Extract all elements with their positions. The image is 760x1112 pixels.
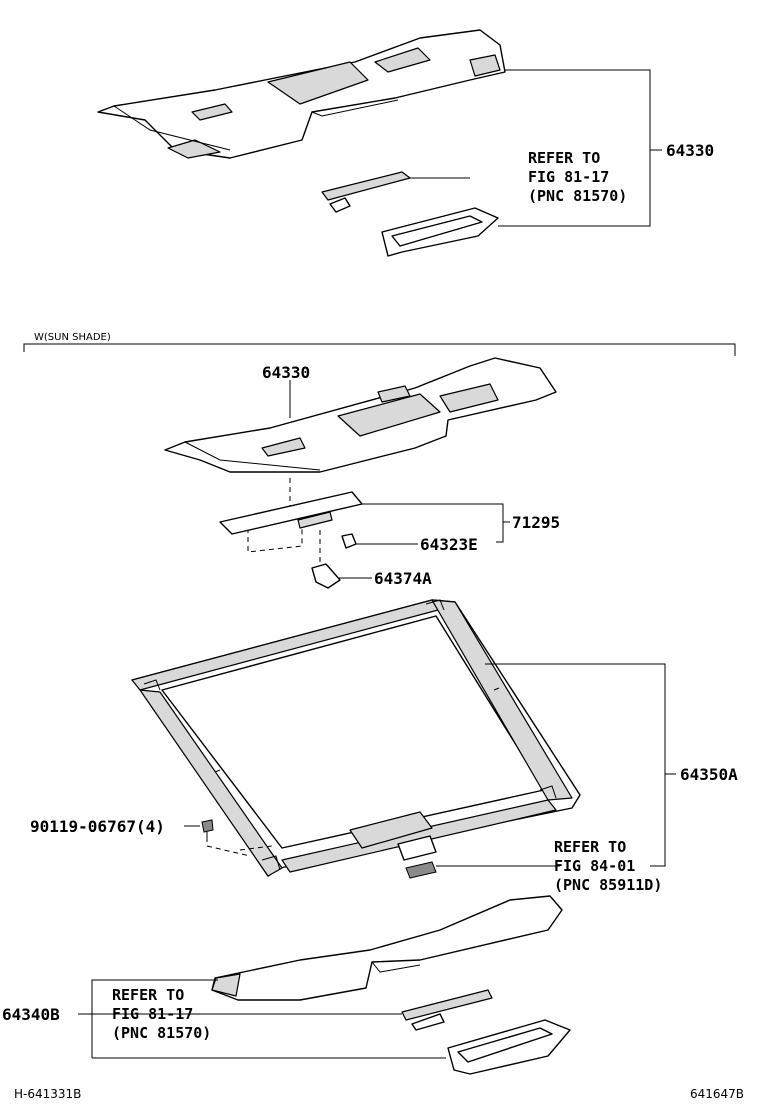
sunshade-label: 64350A bbox=[680, 765, 738, 784]
screw-alignment bbox=[206, 845, 273, 857]
top-garnish-strip bbox=[321, 171, 470, 213]
shade-cover bbox=[219, 491, 363, 535]
bracket-64374a bbox=[311, 563, 341, 589]
top-lamp-frame bbox=[381, 207, 640, 257]
lower-lamp-frame bbox=[447, 1019, 571, 1075]
section-condition: W(SUN SHADE) bbox=[34, 332, 111, 343]
lower-leader-lines bbox=[78, 979, 446, 1059]
top-part-label: 64330 bbox=[666, 141, 714, 160]
top-package-tray-panel bbox=[97, 29, 506, 159]
sunshade-leader-lines bbox=[436, 663, 676, 867]
top-refer-line-3: (PNC 81570) bbox=[528, 187, 627, 205]
lower-refer-line-2: FIG 81-17 bbox=[112, 1005, 193, 1023]
top-leader-lines bbox=[505, 69, 662, 227]
lower-trim-panel bbox=[211, 895, 563, 1001]
clip-64323e bbox=[341, 533, 357, 549]
top-refer-line-2: FIG 81-17 bbox=[528, 168, 609, 186]
sunshade-motor bbox=[349, 811, 437, 879]
screw-label: 90119-06767(4) bbox=[30, 817, 165, 836]
motor-refer-line-1: REFER TO bbox=[554, 838, 626, 856]
sunshade-assembly bbox=[131, 599, 581, 877]
top-refer-line-1: REFER TO bbox=[528, 149, 600, 167]
bracket-label: 64374A bbox=[374, 569, 432, 588]
cover-leader-lines bbox=[356, 503, 510, 545]
lower-panel-label: 64340B bbox=[2, 1005, 60, 1024]
alignment-lines-upper bbox=[247, 478, 321, 582]
lower-refer-line-1: REFER TO bbox=[112, 986, 184, 1004]
headliner-panel bbox=[164, 357, 557, 473]
motor-refer-line-3: (PNC 85911D) bbox=[554, 876, 662, 894]
motor-refer-line-2: FIG 84-01 bbox=[554, 857, 635, 875]
screw bbox=[201, 819, 214, 842]
footer-left-code: H-641331B bbox=[14, 1087, 81, 1101]
lower-refer-line-3: (PNC 81570) bbox=[112, 1024, 211, 1042]
shade-cover-label: 71295 bbox=[512, 513, 560, 532]
clip-label: 64323E bbox=[420, 535, 478, 554]
footer-right-code: 641647B bbox=[690, 1087, 744, 1101]
headliner-label: 64330 bbox=[262, 363, 310, 382]
section-bracket bbox=[23, 343, 736, 356]
lower-garnish-strip bbox=[401, 989, 493, 1031]
